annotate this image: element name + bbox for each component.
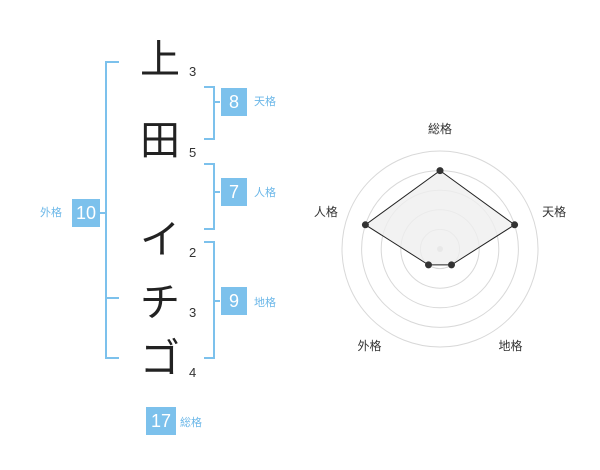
gaikaku-value-box: 10 — [72, 199, 100, 227]
chikaku-bracket-connector — [214, 300, 220, 302]
name-char-3: イ — [140, 217, 180, 263]
soukaku-label: 総格 — [180, 416, 202, 429]
radar-axis-label-5: 人格 — [314, 204, 338, 219]
radar-point-5 — [361, 221, 369, 229]
jinkaku-bracket — [204, 163, 215, 230]
stroke-count-2: 5 — [189, 145, 197, 160]
radar-axis-label-3: 地格 — [498, 338, 522, 353]
tenkaku-bracket — [204, 86, 215, 140]
radar-point-1 — [436, 167, 444, 175]
radar-point-4 — [425, 261, 432, 269]
gaikaku-bracket-connector — [98, 212, 106, 214]
jinkaku-bracket-connector — [214, 191, 220, 193]
name-char-1: 上 — [140, 37, 180, 83]
radar-point-3 — [448, 261, 455, 269]
gaikaku-bracket-mid-tick — [105, 297, 119, 299]
radar-axis-label-1: 総格 — [428, 121, 452, 136]
radar-ring-5 — [341, 150, 539, 348]
chikaku-value-box: 9 — [221, 287, 247, 315]
radar-axis-label-4: 外格 — [357, 338, 381, 353]
radar-point-2 — [511, 221, 519, 229]
radar-axis-label-2: 天格 — [542, 204, 566, 219]
stroke-count-4: 3 — [189, 305, 197, 320]
soukaku-value-box: 17 — [146, 407, 176, 435]
gaikaku-bracket — [105, 61, 119, 359]
name-char-4: チ — [140, 280, 180, 326]
radar-value-polygon — [364, 169, 516, 266]
tenkaku-bracket-connector — [214, 101, 220, 103]
gaikaku-label: 外格 — [40, 206, 62, 219]
stroke-count-3: 2 — [189, 245, 197, 260]
jinkaku-value-box: 7 — [221, 178, 247, 206]
stroke-count-5: 4 — [189, 365, 197, 380]
tenkaku-label: 天格 — [254, 95, 276, 108]
stroke-count-1: 3 — [189, 64, 197, 79]
name-char-5: ゴ — [140, 336, 180, 382]
tenkaku-value-box: 8 — [221, 88, 247, 116]
name-char-2: 田 — [140, 118, 180, 164]
chikaku-label: 地格 — [254, 296, 276, 309]
jinkaku-label: 人格 — [254, 186, 276, 199]
